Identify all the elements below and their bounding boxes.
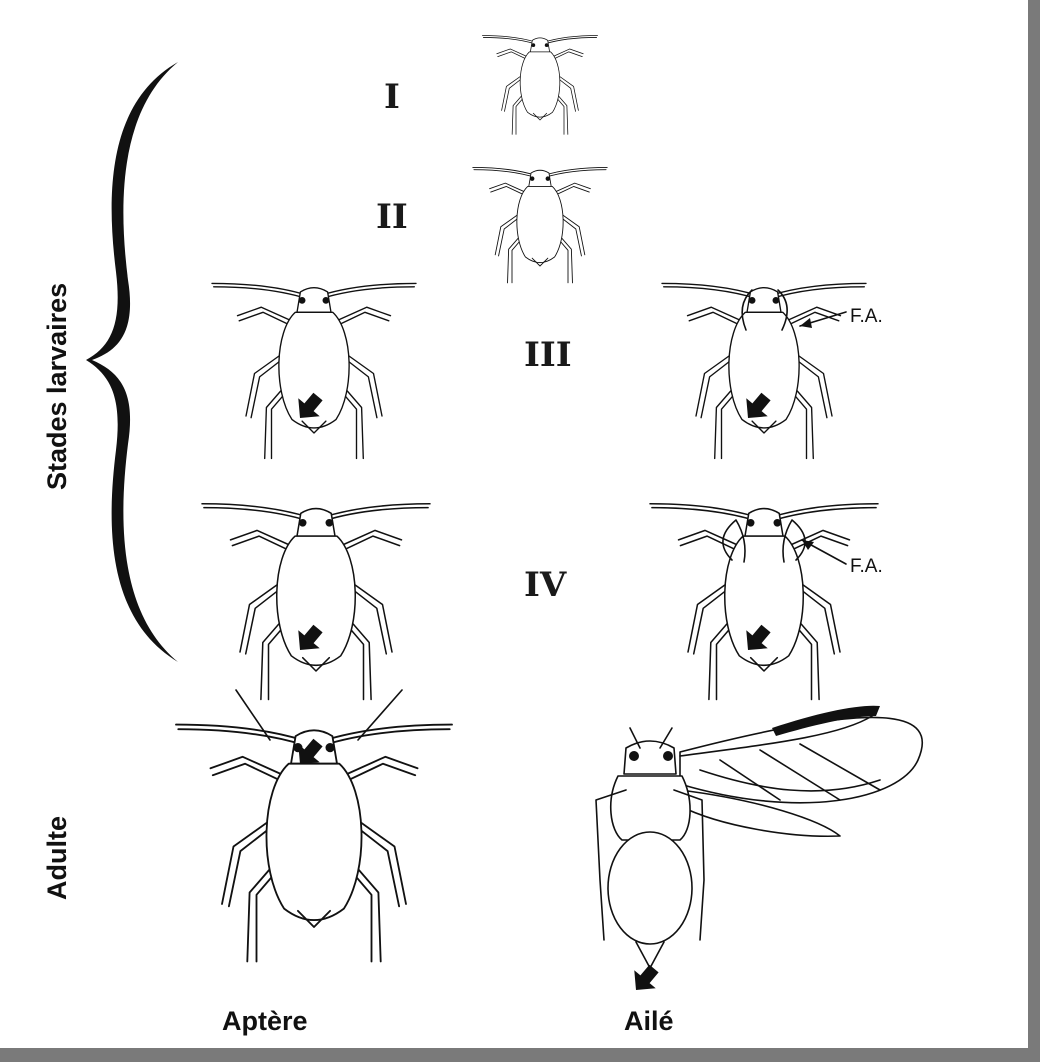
alate-label: Ailé	[624, 1006, 674, 1036]
aphid-stage-3-apterous	[212, 283, 416, 458]
fa-label-stage-3: F.A.	[850, 306, 883, 327]
aphid-adult-alate	[596, 706, 922, 968]
aphid-stage-4-alate	[650, 504, 878, 700]
aphid-stage-2	[473, 167, 607, 282]
adult-label: Adulte	[42, 816, 72, 900]
larval-stages-brace	[86, 62, 178, 662]
stage-4-label: IV	[524, 565, 567, 605]
arrow-adult-alate	[625, 960, 664, 999]
fa-label-stage-4: F.A.	[850, 556, 883, 577]
larval-stages-label: Stades larvaires	[42, 283, 72, 490]
aphid-stage-4-apterous	[202, 504, 430, 700]
aphid-stage-1	[482, 36, 597, 135]
stage-1-label: I	[384, 77, 400, 117]
apterous-label: Aptère	[222, 1006, 308, 1036]
stage-2-label: II	[376, 197, 408, 237]
aphid-stage-3-alate	[662, 283, 866, 458]
stage-3-label: III	[524, 335, 572, 375]
